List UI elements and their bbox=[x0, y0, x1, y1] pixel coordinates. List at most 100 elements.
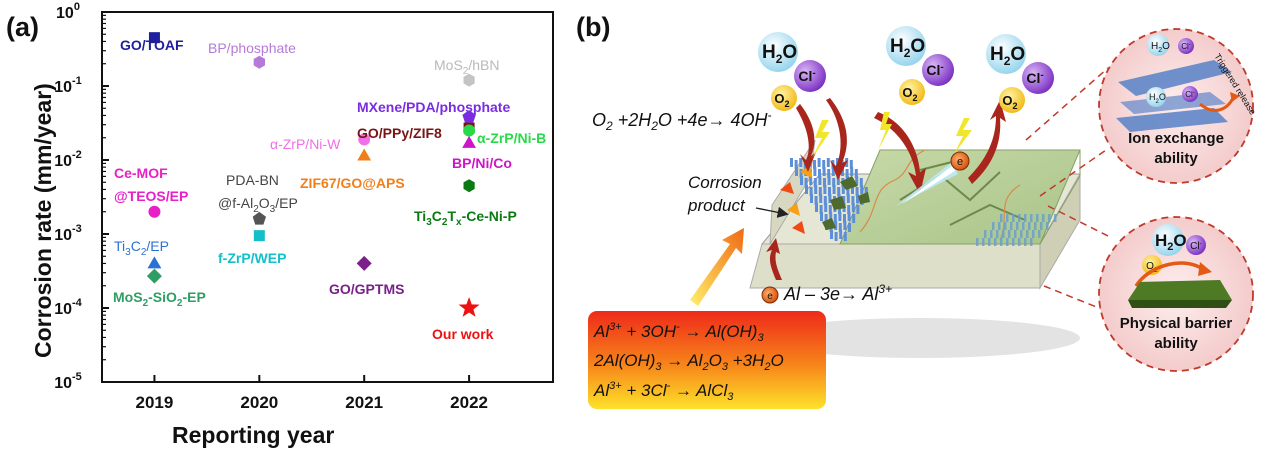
oxygen-molecule bbox=[771, 85, 797, 111]
svg-text:O2: O2 bbox=[902, 85, 917, 103]
ion-exchange-label-1: Ion exchange bbox=[1128, 130, 1224, 147]
point-label: BP/phosphate bbox=[208, 40, 296, 56]
h2o-molecule bbox=[986, 34, 1026, 74]
electron-icon-2 bbox=[761, 286, 779, 304]
x-tick-label: 2020 bbox=[240, 393, 278, 412]
svg-text:Cl-: Cl- bbox=[1181, 42, 1191, 51]
data-point-hexagon bbox=[463, 73, 475, 87]
y-tick-label: 10-5 bbox=[54, 371, 82, 392]
point-label: @f-Al2O3/EP bbox=[218, 195, 298, 215]
data-point-square bbox=[148, 32, 160, 44]
y-tick-label: 10-1 bbox=[54, 75, 82, 96]
svg-text:H2O: H2O bbox=[890, 36, 925, 60]
ion-exchange-label-2: ability bbox=[1154, 150, 1198, 167]
point-label: GO/GPTMS bbox=[329, 281, 404, 297]
svg-text:H2O: H2O bbox=[1155, 231, 1187, 253]
slab-shadow bbox=[760, 318, 1080, 358]
barrier-label-1: Physical barrier bbox=[1120, 315, 1233, 332]
cathodic-reaction: O2 +2H2O +4e→ 4OH- bbox=[592, 108, 771, 133]
point-label: Ti3C2Tx-Ce-Ni-P bbox=[414, 208, 517, 228]
data-points bbox=[146, 32, 480, 317]
data-point-square bbox=[253, 230, 265, 242]
data-point-pentagon bbox=[462, 110, 476, 123]
chloride-ion bbox=[1022, 62, 1054, 94]
y-tick-label: 100 bbox=[56, 1, 80, 22]
svg-text:O2: O2 bbox=[774, 91, 789, 109]
electron-streak: e bbox=[896, 151, 970, 206]
point-label: α-ZrP/Ni-W bbox=[270, 136, 341, 152]
y-axis-title: Corrosion rate (mm/year) bbox=[30, 83, 56, 358]
oxygen-molecule bbox=[999, 87, 1025, 113]
point-label: PDA-BN bbox=[226, 172, 279, 188]
svg-text:2Al(OH)3 → Al2O3 +3H2O: 2Al(OH)3 → Al2O3 +3H2O bbox=[593, 351, 784, 373]
data-point-triangle bbox=[357, 148, 372, 161]
corrosion-label-2: product bbox=[687, 196, 746, 215]
reactions-box-text: Al3+ + 3OH- → Al(OH)3 2Al(OH)3 → Al2O3 +… bbox=[593, 321, 784, 403]
svg-text:Cl-: Cl- bbox=[1026, 70, 1043, 86]
x-tick-label: 2022 bbox=[450, 393, 488, 412]
svg-text:Cl-: Cl- bbox=[1190, 241, 1202, 252]
corrosion-debris bbox=[822, 176, 870, 230]
data-point-circle bbox=[148, 205, 161, 218]
svg-text:H2O: H2O bbox=[1149, 92, 1166, 105]
slab-front bbox=[749, 243, 1041, 289]
point-label: Ce-MOF bbox=[114, 165, 168, 181]
svg-text:Al3+ + 3Cl- → AlCl3: Al3+ + 3Cl- → AlCl3 bbox=[593, 380, 734, 403]
point-label: MXene/PDA/phosphate bbox=[357, 99, 510, 115]
lightning-1 bbox=[812, 120, 830, 158]
blue-nanosheet-forest bbox=[790, 158, 1057, 246]
electron-icon bbox=[950, 151, 970, 171]
svg-text:Al3+ + 3OH- → Al(OH)3: Al3+ + 3OH- → Al(OH)3 bbox=[593, 321, 764, 344]
data-point-hexagon bbox=[253, 55, 265, 69]
reactions-box bbox=[588, 311, 826, 409]
point-label: GO/TOAF bbox=[120, 37, 184, 53]
callout-lines bbox=[1025, 67, 1109, 311]
point-label: BP/Ni/Co bbox=[452, 155, 512, 171]
corrosion-pointer bbox=[755, 206, 789, 218]
data-point-star bbox=[458, 297, 480, 317]
data-point-circle bbox=[358, 133, 371, 146]
point-label: α-ZrP/Ni-B bbox=[477, 130, 546, 146]
data-point-pentagon bbox=[252, 211, 266, 225]
aluminum-slab bbox=[749, 139, 1081, 290]
data-point-circle bbox=[463, 124, 476, 137]
point-label: MoS2-SiO2-EP bbox=[113, 289, 206, 309]
data-point-triangle bbox=[147, 256, 162, 269]
oxygen-molecule bbox=[899, 79, 925, 105]
anodic-reaction: Al – 3e→ Al3+ bbox=[783, 282, 892, 304]
barrier-label-2: ability bbox=[1154, 335, 1198, 352]
point-label: @TEOS/EP bbox=[114, 188, 188, 204]
panel-a-label: (a) bbox=[6, 12, 39, 42]
point-label: ZIF67/GO@APS bbox=[300, 175, 405, 191]
svg-text:Cl-: Cl- bbox=[798, 68, 815, 84]
point-label: GO/PPy/ZIF8 bbox=[357, 125, 442, 141]
inset-physical-barrier: H2O Cl- O2 Physical barrier ability bbox=[1098, 216, 1254, 372]
penetration-arrows bbox=[796, 98, 1006, 194]
svg-text:e: e bbox=[957, 156, 963, 168]
data-point-diamond bbox=[356, 255, 372, 271]
point-label: MoS2/hBN bbox=[434, 57, 499, 77]
svg-text:Cl-: Cl- bbox=[926, 62, 943, 78]
y-tick-label: 10-3 bbox=[54, 223, 82, 244]
svg-text:Cl-: Cl- bbox=[1185, 90, 1195, 99]
point-label: f-ZrP/WEP bbox=[218, 250, 286, 266]
h2o-molecule bbox=[886, 26, 926, 66]
point-label: Our work bbox=[432, 326, 494, 342]
y-tick-label: 10-2 bbox=[54, 149, 82, 170]
point-label: Ti3C2/EP bbox=[114, 238, 169, 258]
inset-ion-exchange: H2O Cl- H2O Cl- Triggered release Ion ex… bbox=[1098, 28, 1258, 184]
corrosion-label-1: Corrosion bbox=[688, 173, 762, 192]
product-formation-arrow bbox=[690, 228, 744, 306]
lightning-2 bbox=[954, 118, 972, 154]
x-tick-label: 2019 bbox=[136, 393, 174, 412]
svg-text:O2: O2 bbox=[1002, 93, 1017, 111]
svg-text:H2O: H2O bbox=[990, 44, 1025, 68]
